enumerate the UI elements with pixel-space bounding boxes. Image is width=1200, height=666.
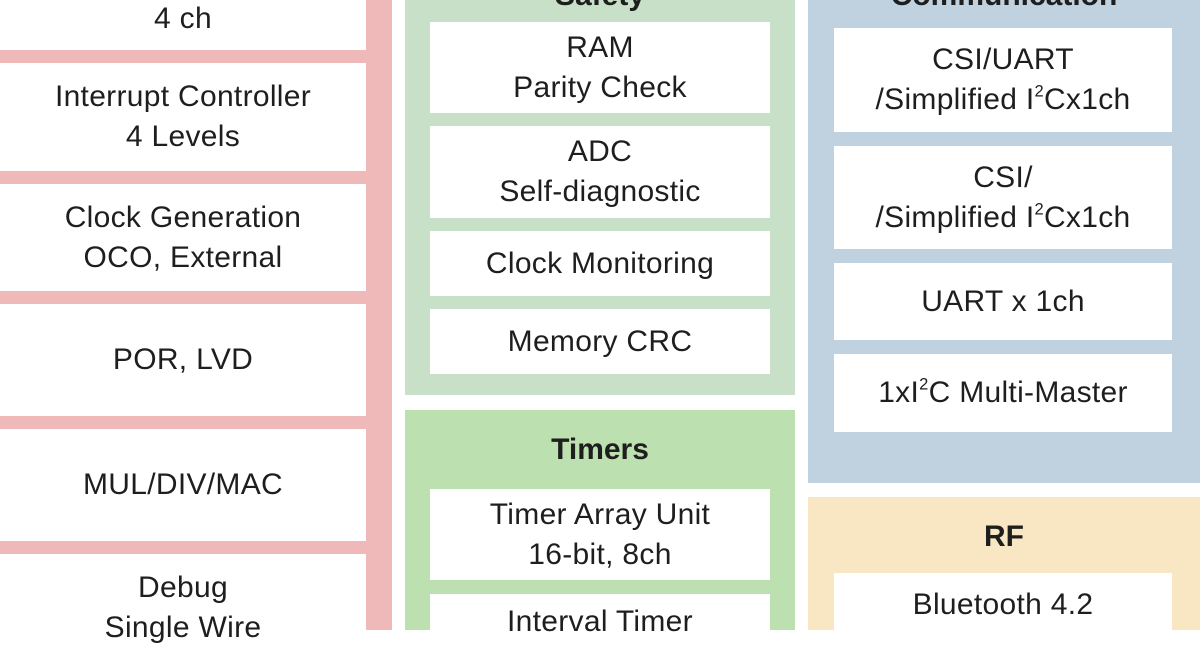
- csi-i2c-line-2-pre: /Simplified I: [875, 200, 1035, 234]
- i2c-multi-master-block: 1xI2C Multi-Master: [834, 354, 1172, 432]
- clock-monitoring-block: Clock Monitoring: [430, 231, 770, 296]
- interval-timer-block: Interval Timer: [430, 594, 770, 654]
- clock-generation-line-1: Clock Generation: [64, 200, 302, 234]
- timer-array-unit-line-1: Timer Array Unit: [489, 497, 711, 531]
- interrupt-controller-line-1: Interrupt Controller: [54, 80, 312, 113]
- csi-i2c-block: CSI/ /Simplified I2Cx1ch: [834, 146, 1172, 249]
- communication-panel: Communication CSI/UART /Simplified I2Cx1…: [808, 0, 1200, 483]
- safety-heading: Safety: [405, 0, 795, 14]
- rf-panel: RF Bluetooth 4.2: [808, 497, 1200, 643]
- csi-uart-i2c-line-2-pre: /Simplified I: [875, 83, 1035, 116]
- csi-uart-i2c-line-2-post: Cx1ch: [1043, 83, 1131, 116]
- ram-parity-line-1: RAM: [566, 30, 634, 64]
- por-lvd-block: POR, LVD: [0, 304, 366, 416]
- bluetooth-line: Bluetooth 4.2: [912, 588, 1094, 621]
- por-lvd-line: POR, LVD: [112, 343, 254, 376]
- debug-line-1: Debug: [138, 571, 228, 604]
- timer-array-unit-block: Timer Array Unit 16-bit, 8ch: [430, 489, 770, 580]
- csi-uart-i2c-line-1: CSI/UART: [932, 43, 1074, 76]
- csi-uart-i2c-line-2-sup: 2: [1034, 82, 1044, 101]
- debug-line-2: Single Wire: [104, 611, 262, 644]
- interval-timer-line: Interval Timer: [507, 605, 693, 638]
- csi-i2c-line-1: CSI/: [973, 160, 1033, 194]
- clock-generation-block: Clock Generation OCO, External: [0, 184, 366, 291]
- csi-i2c-line-2-sup: 2: [1034, 200, 1044, 219]
- i2c-multi-master-sup: 2: [919, 375, 929, 394]
- csi-i2c-line-2-post: Cx1ch: [1043, 200, 1131, 234]
- timers-panel: Timers Timer Array Unit 16-bit, 8ch Inte…: [405, 410, 795, 654]
- csi-i2c-line-2: /Simplified I2Cx1ch: [876, 198, 1131, 238]
- bluetooth-block: Bluetooth 4.2: [834, 573, 1172, 643]
- adc-self-diagnostic-block: ADC Self-diagnostic: [430, 126, 770, 218]
- uart-block: UART x 1ch: [834, 263, 1172, 340]
- mul-div-mac-line: MUL/DIV/MAC: [83, 468, 283, 501]
- ram-parity-line-2: Parity Check: [513, 70, 687, 104]
- csi-uart-i2c-line-2: /Simplified I2Cx1ch: [876, 80, 1131, 120]
- i2c-multi-master-post: C Multi-Master: [928, 376, 1128, 409]
- channels-block-line: 4 ch: [154, 2, 212, 35]
- adc-self-diagnostic-line-2: Self-diagnostic: [499, 175, 701, 208]
- interrupt-controller-block: Interrupt Controller 4 Levels: [0, 63, 366, 171]
- timer-array-unit-line-2: 16-bit, 8ch: [528, 537, 672, 571]
- uart-line: UART x 1ch: [921, 284, 1085, 318]
- memory-crc-block: Memory CRC: [430, 309, 770, 374]
- adc-self-diagnostic-line-1: ADC: [567, 135, 633, 168]
- ram-parity-block: RAM Parity Check: [430, 22, 770, 113]
- system-block-panel: 4 ch Interrupt Controller 4 Levels Clock…: [0, 0, 392, 666]
- rf-heading: RF: [984, 520, 1024, 553]
- debug-block: Debug Single Wire: [0, 554, 366, 666]
- i2c-multi-master-line: 1xI2C Multi-Master: [878, 373, 1128, 413]
- channels-block: 4 ch: [0, 0, 366, 50]
- clock-generation-line-2: OCO, External: [83, 240, 283, 274]
- clock-monitoring-line: Clock Monitoring: [485, 246, 715, 280]
- timers-heading: Timers: [551, 433, 649, 466]
- interrupt-controller-line-2: 4 Levels: [125, 120, 241, 153]
- csi-uart-i2c-block: CSI/UART /Simplified I2Cx1ch: [834, 28, 1172, 132]
- safety-panel: Safety RAM Parity Check ADC Self-diagnos…: [405, 0, 795, 395]
- communication-heading: Communication: [808, 0, 1200, 14]
- memory-crc-line: Memory CRC: [507, 324, 693, 358]
- i2c-multi-master-pre: 1xI: [878, 376, 920, 409]
- mul-div-mac-block: MUL/DIV/MAC: [0, 429, 366, 541]
